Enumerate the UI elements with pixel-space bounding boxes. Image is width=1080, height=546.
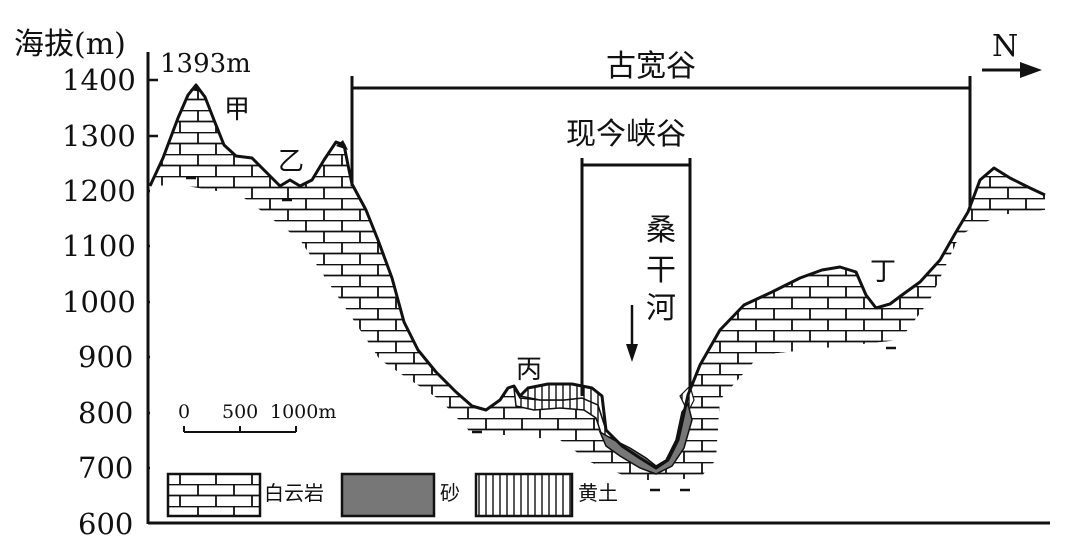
y-tick-label: 800 [78,396,133,430]
y-tick-label: 700 [78,451,133,485]
y-tick-label: 600 [78,507,133,541]
place-label-ding: 丁 [870,257,896,287]
legend-label: 砂 [440,481,460,505]
dolomite-bedrock [150,85,1045,482]
y-tick-label: 1300 [62,119,136,153]
legend: 白云岩 砂 黄土 [166,472,618,518]
river-flow-arrow [626,305,638,362]
river-name-char: 桑 [646,213,676,248]
y-axis-title: 海拔(m) [14,27,126,62]
place-label-yi: 乙 [278,147,304,177]
scale-bar [183,426,297,433]
bedrock-marks [186,176,896,492]
modern-gorge-bracket [580,158,692,396]
north-label: N [992,29,1018,64]
y-tick-label: 1000 [62,285,136,319]
terrain-profile [148,83,1046,470]
place-label-jia: 甲 [224,95,250,125]
legend-label: 黄土 [578,481,618,505]
ancient-valley-label: 古宽谷 [606,49,696,84]
place-label-bing: 丙 [516,355,542,385]
ancient-valley-bracket [350,76,972,210]
legend-swatch-sand [340,472,436,518]
scale-label-start: 0 [178,401,190,423]
y-tick-label: 1100 [62,229,136,263]
peak-elevation-label: 1393m [160,49,251,79]
y-tick-label: 1200 [62,174,136,208]
modern-gorge-label: 现今峡谷 [566,117,686,152]
y-tick-label: 1400 [62,63,136,97]
y-tick-label: 900 [78,340,133,374]
legend-swatch-dolomite [166,472,262,518]
river-name-char: 河 [646,291,676,326]
legend-swatch-loess [474,472,574,518]
scale-label-end: 1000m [270,401,336,423]
river-name-char: 干 [646,253,676,288]
scale-label-mid: 500 [222,401,258,423]
legend-label: 白云岩 [264,481,324,505]
north-arrow-icon [982,62,1042,78]
